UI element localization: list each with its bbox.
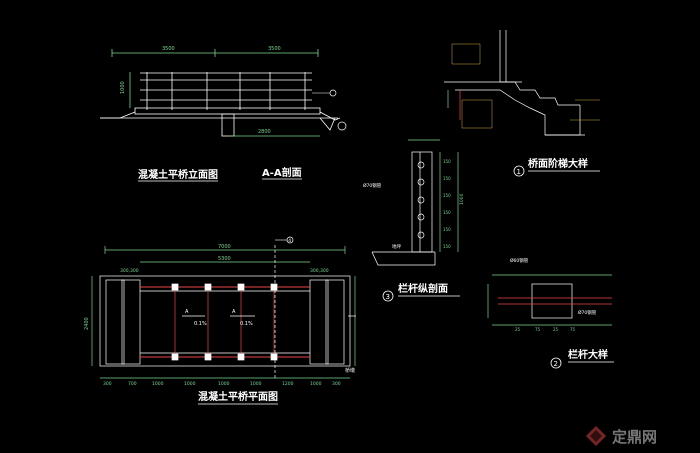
railing-dim-3: 150 [443, 193, 451, 198]
railing-detail-pipe-bottom: Ø70钢管 [578, 309, 597, 316]
plan-dim-height: 2400 [84, 317, 90, 330]
plan-bottom-dim-2: 700 [128, 381, 137, 387]
plan-a-marker-left: A [185, 309, 189, 315]
detail-dim-4: 75 [570, 327, 576, 332]
title-section-aa: A-A剖面 [262, 166, 302, 179]
railing-ground-label: 地坪 [392, 243, 401, 250]
plan-a-marker-right: A [232, 309, 236, 315]
plan-pier-label: 桥墩 [345, 367, 355, 374]
plan-bottom-dim-4: 1000 [184, 381, 196, 387]
railing-detail-dims: 25 75 25 75 [515, 327, 576, 332]
watermark-brand: 定鼎网 [612, 428, 657, 446]
railing-dim-1: 150 [443, 159, 451, 164]
railing-section [371, 139, 459, 266]
title-plan: 混凝土平桥平面图 [198, 390, 278, 403]
callout-three: 3 [382, 290, 394, 302]
detail-dim-1: 25 [515, 327, 521, 332]
plan-dim-side-right: 300,300 [310, 268, 329, 274]
callout-two-number: 2 [554, 360, 558, 368]
elevation-dim-bottom: 2800 [258, 129, 271, 135]
elevation-dim-right: 3500 [268, 46, 281, 52]
elevation-dim-height: 1000 [120, 81, 126, 94]
bridge-plan [91, 245, 356, 380]
railing-dim-2: 150 [443, 176, 451, 181]
callout-two: 2 [550, 357, 562, 369]
watermark-logo [586, 426, 606, 446]
railing-pipe-label: Ø70钢管 [363, 182, 382, 189]
plan-slope-right: 0.1% [240, 321, 253, 327]
plan-bottom-dim-7: 1200 [282, 381, 294, 387]
title-elevation: 混凝土平桥立面图 [138, 168, 218, 181]
plan-bottom-dim-8: 1000 [310, 381, 322, 387]
bridge-elevation [100, 49, 341, 137]
callout-four-number: 4 [288, 238, 291, 244]
callout-three-number: 3 [386, 293, 390, 301]
callout-four-plan: 4 [275, 236, 294, 244]
elevation-dim-left: 3500 [162, 46, 175, 52]
callout-three-elevation [337, 121, 347, 131]
plan-dim-inner: 5300 [218, 256, 231, 262]
plan-bottom-dim-6: 1000 [250, 381, 262, 387]
plan-bottom-dim-1: 300 [103, 381, 112, 387]
plan-bottom-dim-3: 1000 [152, 381, 164, 387]
railing-dim-5: 150 [443, 227, 451, 232]
callout-one: 1 [513, 165, 525, 177]
detail-dim-3: 25 [553, 327, 559, 332]
title-railing-detail: 栏杆大样 [568, 348, 608, 361]
railing-detail-pipe-top: Ø60钢管 [510, 257, 529, 264]
detail-dim-2: 75 [535, 327, 541, 332]
plan-bottom-dims: 300 700 1000 1000 1000 1000 1200 1000 30… [103, 381, 341, 387]
railing-section-dims: 150 150 150 150 150 150 [443, 159, 451, 249]
railing-dim-4: 150 [443, 210, 451, 215]
railing-dim-6: 150 [443, 244, 451, 249]
plan-bottom-dim-9: 300 [332, 381, 341, 387]
stair-detail [444, 30, 585, 136]
title-railing-section: 栏杆纵剖面 [398, 282, 448, 295]
plan-bottom-dim-5: 1000 [218, 381, 230, 387]
plan-dim-total: 7000 [218, 244, 231, 250]
callout-one-number: 1 [517, 168, 521, 176]
railing-dim-height: 1000 [459, 193, 465, 205]
stair-detail-notes [451, 43, 600, 129]
title-stair-detail: 桥面阶梯大样 [528, 157, 588, 170]
plan-dim-side-left: 300,300 [120, 268, 139, 274]
callout-four-elevation [312, 89, 337, 97]
railing-detail [487, 274, 612, 326]
plan-slope-left: 0.1% [194, 321, 207, 327]
